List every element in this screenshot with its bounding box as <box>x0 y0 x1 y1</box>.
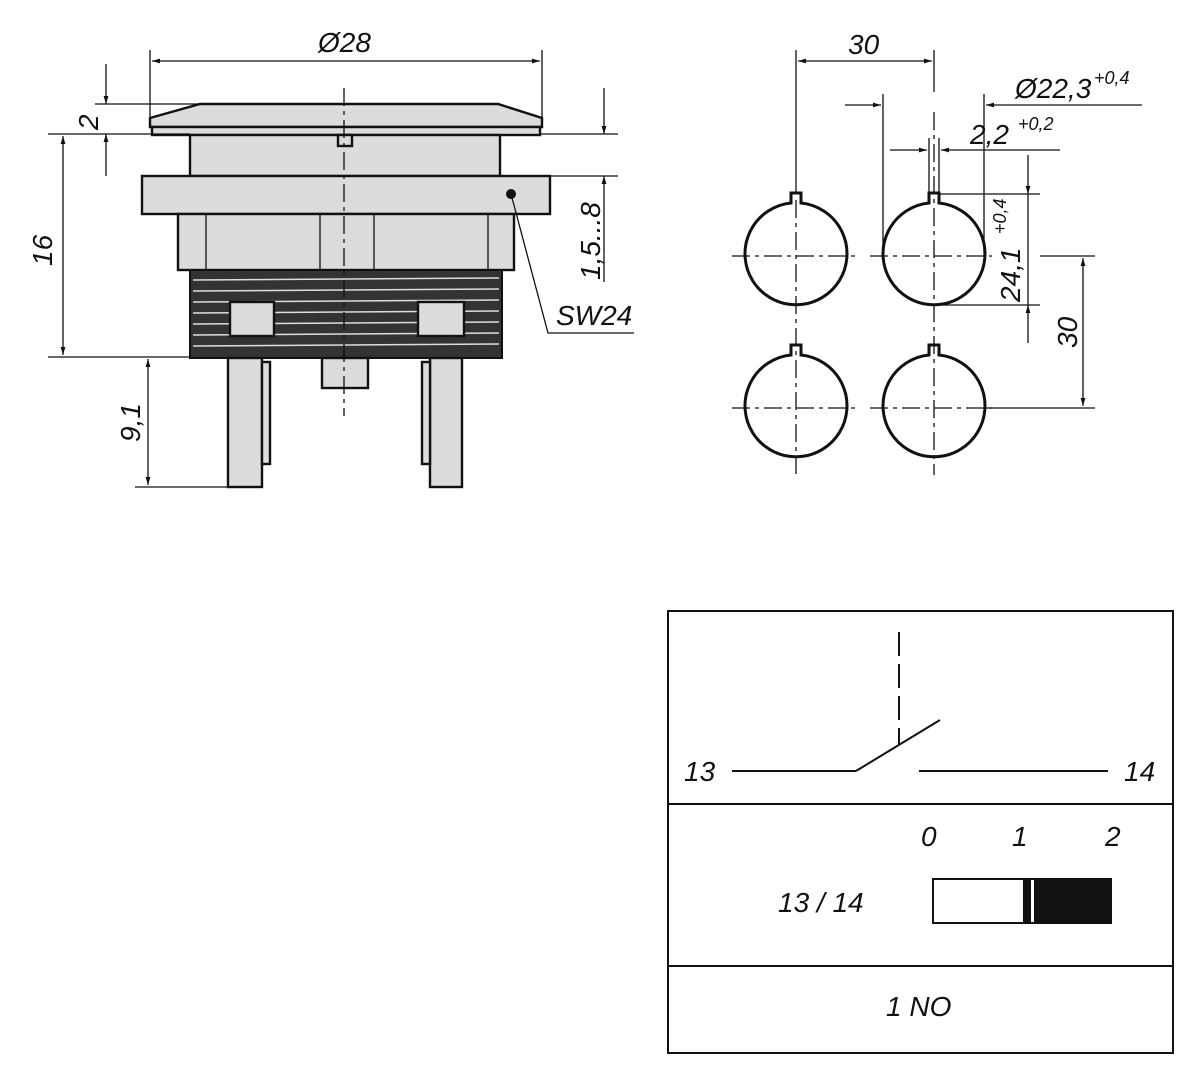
spacing-x-label: 30 <box>848 29 880 60</box>
cutout-holes <box>743 191 987 459</box>
key-depth-label: 24,1 <box>995 248 1026 304</box>
hole-diameter-label: Ø22,3 <box>1014 73 1092 104</box>
spacing-y-label: 30 <box>1052 316 1083 348</box>
terminal-right-label: 14 <box>1124 756 1155 787</box>
contact-type-label: 1 NO <box>886 991 951 1022</box>
side-view: Ø28 2 16 1,5...8 SW24 9,1 <box>27 27 634 489</box>
diameter-label: Ø28 <box>317 27 371 58</box>
key-depth-tolerance: +0,4 <box>990 198 1010 234</box>
position-label-2: 2 <box>1104 821 1121 852</box>
pin-length-label: 9,1 <box>115 403 146 442</box>
contact-state-bar <box>932 878 1112 924</box>
terminal-left-label: 13 <box>684 756 716 787</box>
panel-thickness-label: 1,5...8 <box>575 202 606 280</box>
panel-cutout-view: 30 Ø22,3 +0,4 2,2 +0,2 24,1 +0,4 30 <box>732 29 1142 475</box>
height-label: 16 <box>27 234 58 266</box>
contact-diagram-table: 13 14 0 1 2 13 / 14 1 NO <box>667 610 1174 1054</box>
key-width-tolerance: +0,2 <box>1018 114 1054 134</box>
cap-height-label: 2 <box>73 114 104 131</box>
wrench-size-label: SW24 <box>556 300 632 331</box>
contact-row-label: 13 / 14 <box>778 887 864 918</box>
hole-diameter-tolerance: +0,4 <box>1094 68 1130 88</box>
key-width-label: 2,2 <box>969 119 1009 150</box>
position-label-0: 0 <box>921 821 937 852</box>
position-label-1: 1 <box>1012 821 1028 852</box>
switch-symbol <box>732 632 1108 772</box>
